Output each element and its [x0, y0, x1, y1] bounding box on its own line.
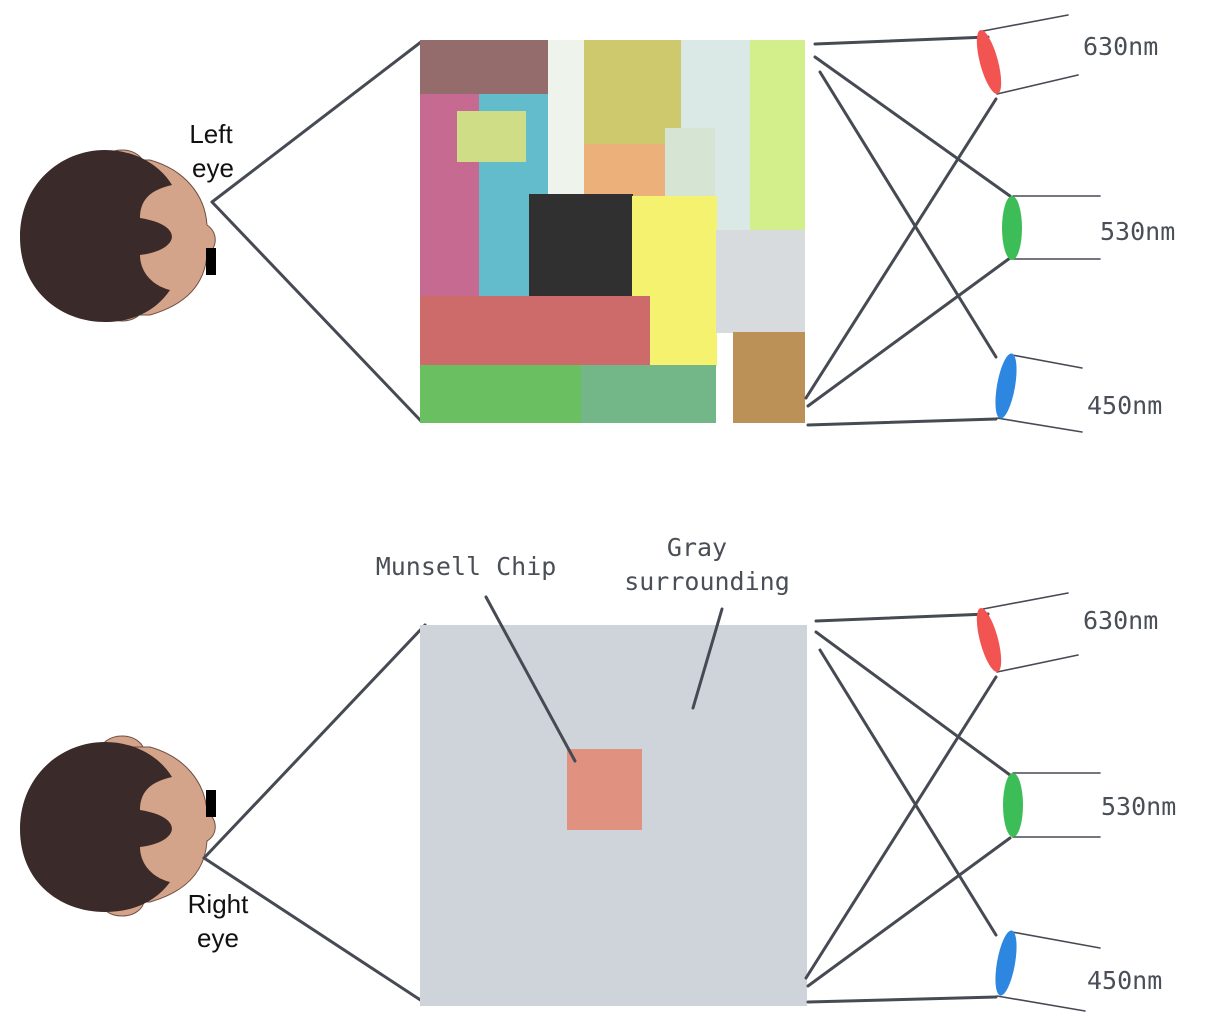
left-eye-patch-icon	[206, 248, 216, 275]
gray-surrounding-label-line1: Gray	[667, 533, 727, 562]
right-eye-patch-icon	[206, 790, 216, 817]
bottom-cone-450	[995, 930, 1101, 1012]
top-cone-530	[1002, 195, 1101, 260]
mondrian-display	[420, 40, 805, 423]
bottom-wavelength-630: 630nm	[1083, 606, 1158, 635]
bottom-cone-530	[1003, 772, 1101, 838]
bottom-wavelength-530: 530nm	[1101, 792, 1176, 821]
munsell-chip-label: Munsell Chip	[376, 552, 557, 581]
gray-surrounding-label-line2: surrounding	[624, 567, 790, 596]
right-eye-label-line1: Right	[188, 889, 249, 919]
left-head-icon	[20, 149, 216, 322]
left-eye-label-line2: eye	[192, 153, 234, 183]
munsell-chip	[567, 749, 642, 830]
right-eye-label-line2: eye	[197, 923, 239, 953]
top-wavelength-530: 530nm	[1100, 217, 1175, 246]
top-panel: Left eye	[20, 14, 1175, 433]
top-wavelength-450: 450nm	[1087, 391, 1162, 420]
top-wavelength-630: 630nm	[1083, 32, 1158, 61]
top-cone-630	[976, 14, 1079, 95]
bottom-panel: Right eye Munsell Chip Gray surrounding	[20, 533, 1176, 1012]
right-head-icon	[20, 735, 216, 917]
top-cone-450	[995, 353, 1083, 433]
bottom-wavelength-450: 450nm	[1087, 966, 1162, 995]
left-eye-label-line1: Left	[189, 119, 233, 149]
bottom-cone-630	[976, 592, 1079, 673]
